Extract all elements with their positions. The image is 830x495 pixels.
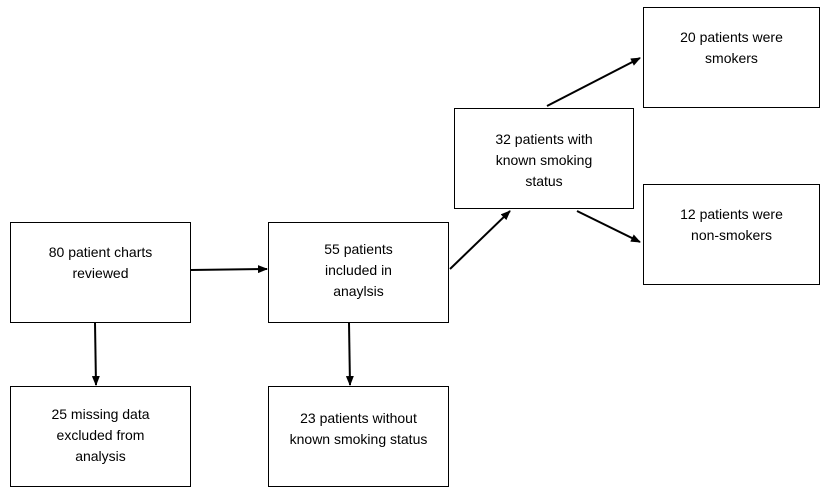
arrow-charts-to-missing [91, 322, 100, 386]
node-known-smoking-status-label: 32 patients with known smoking status [495, 131, 593, 189]
arrow-included-to-without [345, 322, 354, 386]
node-known-smoking-status: 32 patients with known smoking status [454, 108, 634, 209]
node-smokers-label: 20 patients were smokers [680, 28, 783, 66]
arrow-known-to-nonsmokers [576, 210, 641, 243]
arrow-known-to-smokers [546, 57, 641, 107]
node-charts-reviewed-label: 80 patient charts reviewed [48, 243, 153, 281]
node-without-smoking-status: 23 patients without known smoking status [268, 386, 449, 487]
node-smokers: 20 patients were smokers [643, 7, 820, 108]
node-missing-data-label: 25 missing data excluded from analysis [51, 406, 150, 464]
node-included-in-analysis-label: 55 patients included in anaylsis [324, 241, 393, 299]
arrow-charts-to-included [190, 265, 268, 274]
arrow-included-to-known [449, 210, 511, 270]
node-included-in-analysis: 55 patients included in anaylsis [268, 222, 449, 323]
node-charts-reviewed: 80 patient charts reviewed [10, 222, 191, 323]
node-without-smoking-status-label: 23 patients without known smoking status [289, 409, 428, 447]
node-missing-data: 25 missing data excluded from analysis [10, 386, 191, 487]
node-non-smokers-label: 12 patients were non-smokers [680, 205, 783, 243]
node-non-smokers: 12 patients were non-smokers [643, 184, 820, 285]
